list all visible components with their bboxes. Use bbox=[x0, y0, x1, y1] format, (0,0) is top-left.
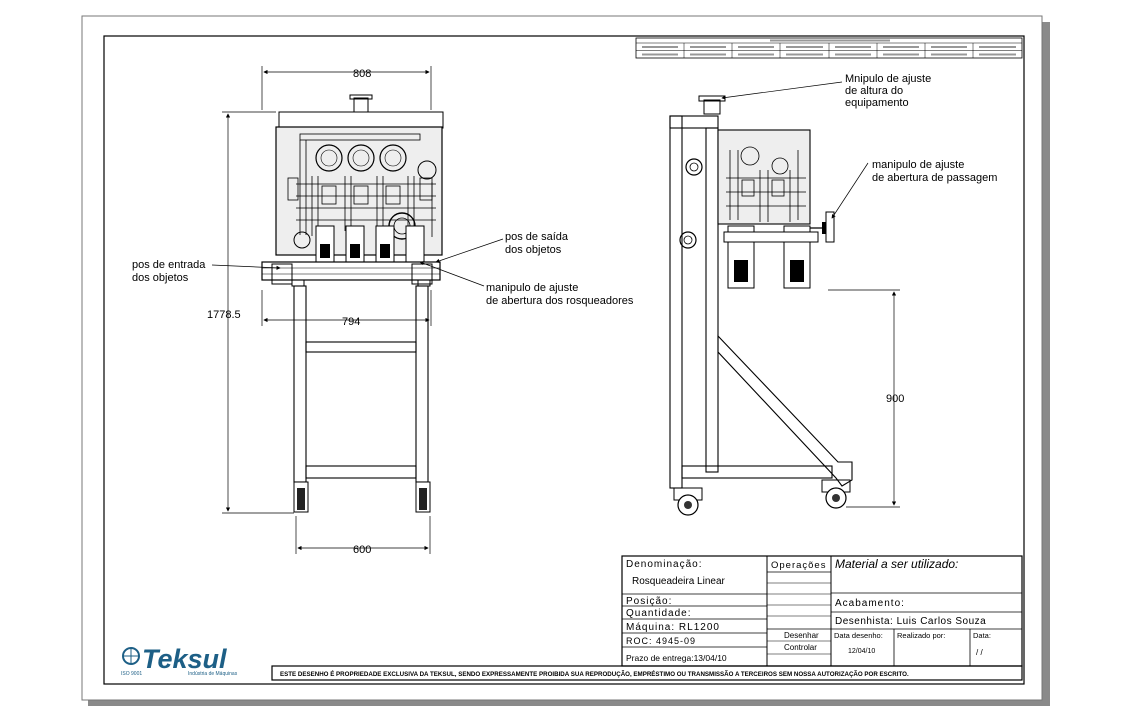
logo-tagline: Indústria de Máquinas bbox=[188, 671, 238, 677]
callout-height-line1: Mnipulo de ajuste bbox=[845, 73, 931, 85]
callout-height-line3: equipamento bbox=[845, 97, 909, 109]
tb-quantidade-label: Quantidade: bbox=[626, 608, 692, 619]
dim-side-height: 900 bbox=[886, 393, 904, 405]
dim-inner-width: 794 bbox=[342, 316, 360, 328]
dim-top-width: 808 bbox=[353, 68, 371, 80]
front-view bbox=[261, 94, 444, 513]
tb-desenhista-label: Desenhista: Luis Carlos Souza bbox=[835, 616, 986, 627]
tb-maquina-label: Máquina: RL1200 bbox=[626, 622, 720, 633]
tolerance-table bbox=[635, 37, 1023, 59]
tb-data-value: / / bbox=[976, 648, 983, 657]
tb-denominacao-value: Rosqueadeira Linear bbox=[632, 576, 726, 587]
tb-material-label: Material a ser utilizado: bbox=[835, 557, 958, 571]
tb-prazo-label: Prazo de entrega:13/04/10 bbox=[626, 653, 727, 663]
callout-output-line1: pos de saída bbox=[505, 231, 569, 243]
tb-desenhar-label: Desenhar bbox=[784, 631, 819, 640]
tb-data-desenho-value: 12/04/10 bbox=[848, 648, 875, 655]
dim-total-height: 1778.5 bbox=[207, 309, 241, 321]
logo-iso: ISO 9001 bbox=[121, 671, 142, 677]
tb-realizado-label: Realizado por: bbox=[897, 631, 945, 640]
callout-passage-line2: de abertura de passagem bbox=[872, 172, 997, 184]
callout-input-line2: dos objetos bbox=[132, 272, 189, 284]
drawing-border bbox=[103, 35, 1025, 685]
dim-base-width: 600 bbox=[353, 544, 371, 556]
tb-acabamento-label: Acabamento: bbox=[835, 598, 905, 609]
tb-operacoes-label: Operações bbox=[771, 560, 826, 571]
tb-denominacao-label: Denominação: bbox=[626, 559, 702, 570]
tb-data-desenho-label: Data desenho: bbox=[834, 631, 883, 640]
callout-capper-line2: de abertura dos rosqueadores bbox=[486, 295, 634, 307]
callout-passage-line1: manipulo de ajuste bbox=[872, 159, 964, 171]
title-block bbox=[271, 555, 1023, 681]
tb-controlar-label: Controlar bbox=[784, 643, 817, 652]
tb-copyright: ESTE DESENHO É PROPRIEDADE EXCLUSIVA DA … bbox=[280, 670, 909, 678]
callout-output-line2: dos objetos bbox=[505, 244, 562, 256]
callout-height-line2: de altura do bbox=[845, 85, 903, 97]
teksul-logo: Teksul ISO 9001 Indústria de Máquinas bbox=[121, 644, 238, 677]
sheet bbox=[81, 15, 1043, 701]
side-view bbox=[669, 95, 853, 516]
tb-data-label: Data: bbox=[973, 631, 991, 640]
side-dimensions bbox=[721, 81, 900, 508]
front-dimensions bbox=[222, 66, 432, 554]
logo-brand: Teksul bbox=[142, 644, 227, 674]
tb-roc-label: ROC: 4945-09 bbox=[626, 636, 696, 646]
tb-posicao-label: Posição: bbox=[626, 596, 672, 607]
front-callout-lines bbox=[211, 238, 504, 287]
callout-capper-line1: manipulo de ajuste bbox=[486, 282, 578, 294]
callout-input-line1: pos de entrada bbox=[132, 259, 206, 271]
